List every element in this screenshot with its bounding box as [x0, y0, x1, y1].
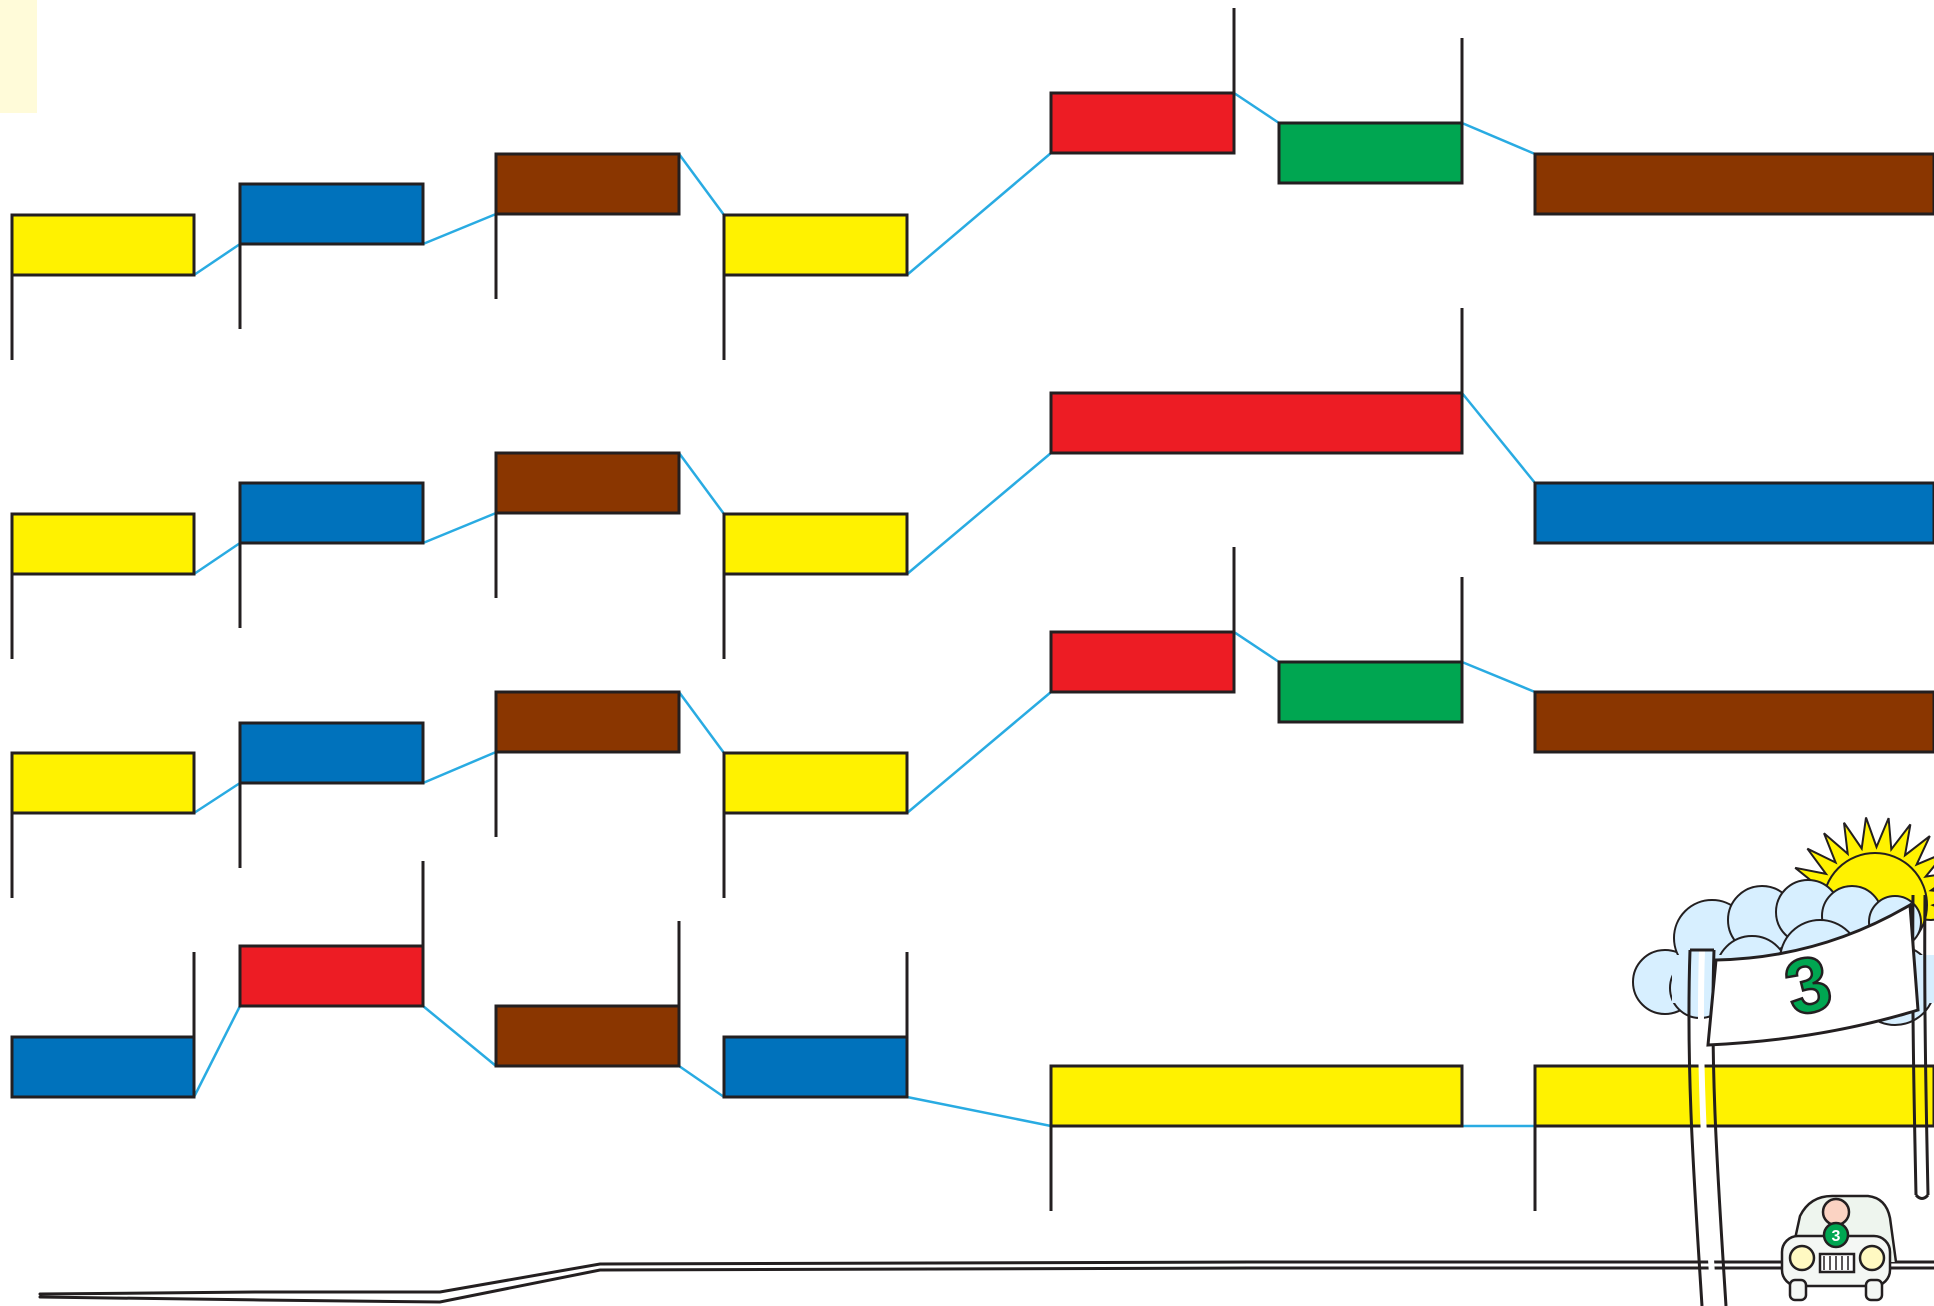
connector-line	[423, 1006, 496, 1066]
connector-line	[194, 1006, 240, 1097]
connector-line	[679, 1066, 724, 1097]
connector-line	[907, 1097, 1051, 1126]
flag-blocks	[12, 8, 1934, 1211]
block-fill	[1535, 154, 1934, 214]
yellow-flag-block	[1051, 1066, 1462, 1211]
brown-flag-block	[496, 453, 679, 598]
connector-line	[1462, 393, 1535, 483]
brown-flag-block	[496, 921, 679, 1066]
red-flag-block	[1051, 8, 1234, 153]
block-fill	[496, 154, 679, 214]
connector-line	[423, 752, 496, 783]
block-fill	[1535, 483, 1934, 543]
connector-line	[423, 214, 496, 244]
block-fill	[12, 753, 194, 813]
connector-line	[907, 153, 1051, 275]
connector-line	[907, 692, 1051, 813]
block-fill	[724, 215, 907, 275]
block-fill	[496, 1006, 679, 1066]
green-flag-block	[1279, 577, 1462, 722]
block-fill	[1051, 632, 1234, 692]
block-fill	[1051, 93, 1234, 153]
block-fill	[1535, 692, 1934, 752]
race-car-icon: 3	[1782, 1196, 1896, 1300]
block-fill	[240, 483, 423, 543]
blue-flag-block	[724, 952, 907, 1097]
block-fill	[12, 1037, 194, 1097]
block-fill	[1279, 662, 1462, 722]
connector-line	[1462, 123, 1535, 154]
connector-line	[1234, 632, 1279, 662]
blue-flag-block	[12, 952, 194, 1097]
brown-flag-block	[496, 692, 679, 837]
puzzle-row-3	[12, 547, 1934, 898]
road-icon	[40, 1262, 1934, 1302]
block-fill	[1279, 123, 1462, 183]
blue-flag-block	[240, 483, 423, 628]
yellow-flag-block	[724, 215, 907, 360]
yellow-flag-block	[12, 514, 194, 659]
puzzle-row-4	[12, 861, 1934, 1211]
connector-line	[423, 513, 496, 543]
brown-flag-block	[1535, 154, 1934, 214]
block-fill	[240, 946, 423, 1006]
brown-flag-block	[496, 154, 679, 299]
connector-line	[907, 453, 1051, 574]
block-fill	[240, 184, 423, 244]
block-fill	[1535, 1066, 1934, 1126]
connector-line	[679, 453, 724, 514]
yellow-flag-block	[1535, 1066, 1934, 1211]
block-fill	[496, 453, 679, 513]
block-fill	[496, 692, 679, 752]
block-fill	[1051, 1066, 1462, 1126]
block-fill	[1051, 393, 1462, 453]
connector-line	[679, 692, 724, 753]
block-fill	[12, 215, 194, 275]
connector-line	[679, 154, 724, 215]
red-flag-block	[1051, 547, 1234, 692]
yellow-flag-block	[724, 514, 907, 659]
red-flag-block	[240, 861, 423, 1006]
connector-line	[1234, 93, 1279, 123]
block-fill	[724, 514, 907, 574]
connector-line	[194, 244, 240, 275]
yellow-flag-block	[12, 753, 194, 898]
puzzle-row-2	[12, 308, 1934, 659]
connector-line	[194, 783, 240, 813]
car-number: 3	[1832, 1228, 1841, 1245]
block-fill	[724, 1037, 907, 1097]
blue-flag-block	[1535, 483, 1934, 543]
block-fill	[240, 723, 423, 783]
puzzle-row-1	[12, 8, 1934, 360]
red-flag-block	[1051, 308, 1462, 453]
connector-line	[194, 543, 240, 574]
blue-flag-block	[240, 184, 423, 329]
green-flag-block	[1279, 38, 1462, 183]
yellow-flag-block	[12, 215, 194, 360]
block-fill	[12, 514, 194, 574]
connector-line	[1462, 662, 1535, 692]
blue-flag-block	[240, 723, 423, 868]
yellow-flag-block	[724, 753, 907, 898]
brown-flag-block	[1535, 692, 1934, 752]
block-fill	[724, 753, 907, 813]
